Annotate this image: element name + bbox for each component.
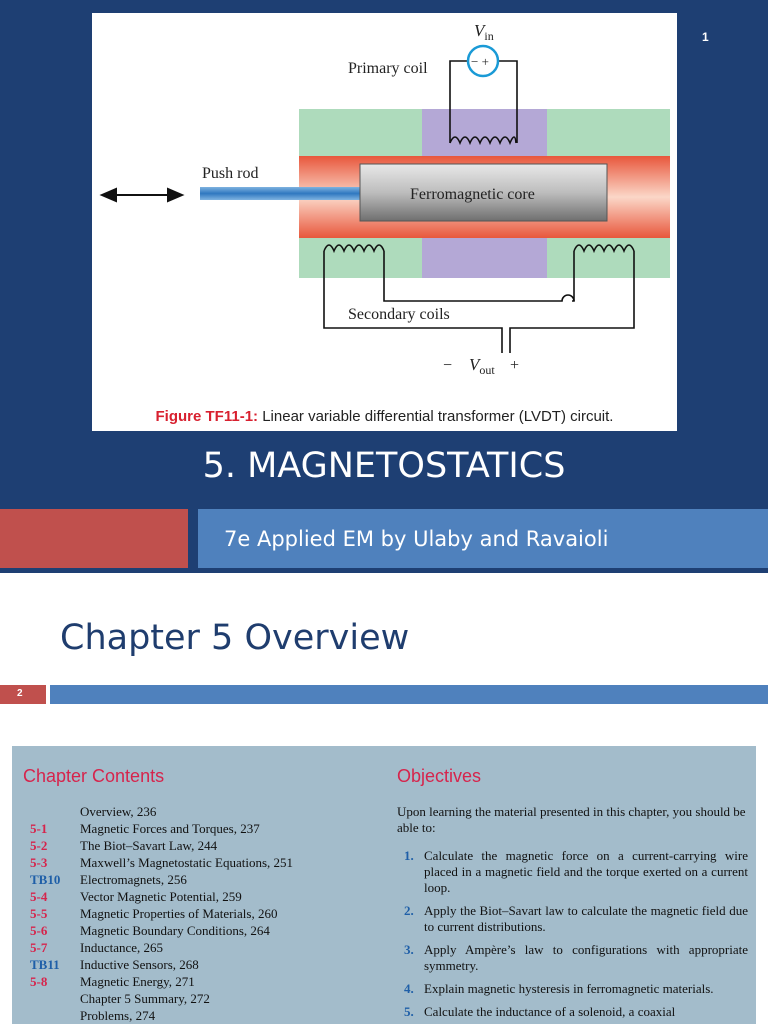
- contents-item-number: 5-4: [30, 889, 48, 904]
- slide-number: 2: [0, 685, 46, 704]
- subtitle: 7e Applied EM by Ulaby and Ravaioli: [224, 527, 609, 551]
- secondary-coils-label: Secondary coils: [348, 306, 450, 323]
- housing-top-left: [299, 109, 422, 156]
- contents-item: 5-2 The Biot–Savart Law, 244: [30, 838, 293, 855]
- objectives-list: 1. Calculate the magnetic force on a curr…: [404, 848, 748, 1024]
- core-label: Ferromagnetic core: [410, 186, 535, 203]
- contents-item-title: Problems, 274: [80, 1008, 156, 1023]
- v-out-plus: +: [510, 357, 519, 374]
- objectives-heading: Objectives: [397, 766, 482, 786]
- primary-circuit: [449, 60, 518, 146]
- contents-item-number: TB11: [30, 957, 60, 972]
- ferromagnetic-core: [359, 163, 608, 222]
- contents-item: 5-3 Maxwell’s Magnetostatic Equations, 25…: [30, 855, 293, 872]
- objective-number: 5.: [404, 1004, 414, 1019]
- contents-item-number: 5-7: [30, 940, 48, 955]
- objective-text: Apply Ampère’s law to configurations wit…: [424, 942, 748, 973]
- contents-item: 5-1 Magnetic Forces and Torques, 237: [30, 821, 293, 838]
- caption-label: Figure TF11-1:: [155, 408, 259, 425]
- accent-block: [0, 509, 188, 568]
- housing-bottom-center: [422, 238, 547, 278]
- slide-title: 5. MAGNETOSTATICS: [202, 446, 566, 486]
- contents-item: Problems, 274: [30, 1008, 293, 1024]
- contents-item: TB10 Electromagnets, 256: [30, 872, 293, 889]
- objective-item: 3. Apply Ampère’s law to configurations w…: [404, 942, 748, 974]
- objective-number: 4.: [404, 981, 414, 996]
- v-in-label: Vin: [474, 21, 494, 43]
- source-polarity: − +: [471, 54, 489, 69]
- secondary-circuit: [323, 244, 635, 353]
- figure-caption: Figure TF11-1: Linear variable different…: [92, 408, 677, 425]
- contents-item-title: Magnetic Properties of Materials, 260: [80, 906, 278, 921]
- contents-item-number: TB10: [30, 872, 61, 887]
- push-rod: [200, 187, 370, 200]
- v-out-minus: −: [443, 357, 452, 374]
- housing-bottom-right: [547, 238, 670, 278]
- objective-item: 1. Calculate the magnetic force on a curr…: [404, 848, 748, 896]
- contents-item: 5-6 Magnetic Boundary Conditions, 264: [30, 923, 293, 940]
- contents-item-number: 5-2: [30, 838, 48, 853]
- housing-bottom-left: [299, 238, 422, 278]
- objective-number: 1.: [404, 848, 414, 863]
- objective-text: Calculate the magnetic force on a curren…: [424, 848, 748, 895]
- contents-item: 5-8 Magnetic Energy, 271: [30, 974, 293, 991]
- push-rod-label: Push rod: [202, 165, 258, 182]
- contents-item: 5-7 Inductance, 265: [30, 940, 293, 957]
- contents-item-title: Chapter 5 Summary, 272: [80, 991, 210, 1006]
- objective-text: Explain magnetic hysteresis in ferromagn…: [424, 981, 714, 996]
- slide-title: Chapter 5 Overview: [60, 618, 410, 658]
- contents-item-title: Maxwell’s Magnetostatic Equations, 251: [80, 855, 294, 870]
- contents-item-title: Inductive Sensors, 268: [80, 957, 199, 972]
- subtitle-bar: 7e Applied EM by Ulaby and Ravaioli: [198, 509, 768, 568]
- contents-item-title: Vector Magnetic Potential, 259: [80, 889, 242, 904]
- objectives-intro: Upon learning the material presented in …: [397, 804, 746, 835]
- objective-item: 5. Calculate the inductance of a solenoid…: [404, 1004, 748, 1020]
- slide-2: Chapter 5 Overview 2 Chapter Contents Ov…: [0, 578, 768, 1024]
- housing-top-right: [547, 109, 670, 156]
- objective-text: Apply the Biot–Savart law to calculate t…: [424, 903, 748, 934]
- contents-item-title: Magnetic Boundary Conditions, 264: [80, 923, 270, 938]
- contents-item-number: 5-1: [30, 821, 48, 836]
- primary-coil-label: Primary coil: [348, 60, 428, 77]
- contents-item-number: 5-3: [30, 855, 48, 870]
- contents-item-title: Overview, 236: [80, 804, 157, 819]
- contents-item-title: The Biot–Savart Law, 244: [80, 838, 218, 853]
- voltage-source-icon: [466, 44, 500, 78]
- contents-item: TB11 Inductive Sensors, 268: [30, 957, 293, 974]
- contents-heading: Chapter Contents: [23, 766, 165, 786]
- header-bar: [50, 685, 768, 704]
- slide-1: Vin − + Primary coil Push rod Ferromagne…: [0, 0, 768, 573]
- contents-item-number: 5-6: [30, 923, 48, 938]
- contents-item-title: Electromagnets, 256: [80, 872, 187, 887]
- double-arrow-icon: [99, 187, 185, 203]
- contents-item-title: Inductance, 265: [80, 940, 164, 955]
- contents-item-number: 5-8: [30, 974, 48, 989]
- contents-item: Overview, 236: [30, 804, 293, 821]
- contents-list: Overview, 236 5-1 Magnetic Forces and Torq…: [30, 804, 293, 1024]
- contents-item: 5-5 Magnetic Properties of Materials, 260: [30, 906, 293, 923]
- lvdt-figure: Vin − + Primary coil Push rod Ferromagne…: [92, 13, 677, 431]
- objective-item: 4. Explain magnetic hysteresis in ferroma…: [404, 981, 748, 997]
- lvdt-diagram: Vin − + Primary coil Push rod Ferromagne…: [99, 21, 670, 377]
- contents-item: 5-4 Vector Magnetic Potential, 259: [30, 889, 293, 906]
- objective-item: 2. Apply the Biot–Savart law to calculate…: [404, 903, 748, 935]
- housing-top-center: [422, 109, 547, 156]
- contents-item-title: Magnetic Energy, 271: [80, 974, 195, 989]
- v-out-label: Vout: [469, 355, 495, 377]
- contents-item-number: 5-5: [30, 906, 48, 921]
- objective-number: 3.: [404, 942, 414, 957]
- objective-number: 2.: [404, 903, 414, 918]
- slide-number: 1: [702, 30, 709, 44]
- objective-text: Calculate the inductance of a solenoid, …: [424, 1004, 676, 1019]
- contents-item: Chapter 5 Summary, 272: [30, 991, 293, 1008]
- caption-text: Linear variable differential transformer…: [258, 408, 614, 425]
- contents-item-title: Magnetic Forces and Torques, 237: [80, 821, 260, 836]
